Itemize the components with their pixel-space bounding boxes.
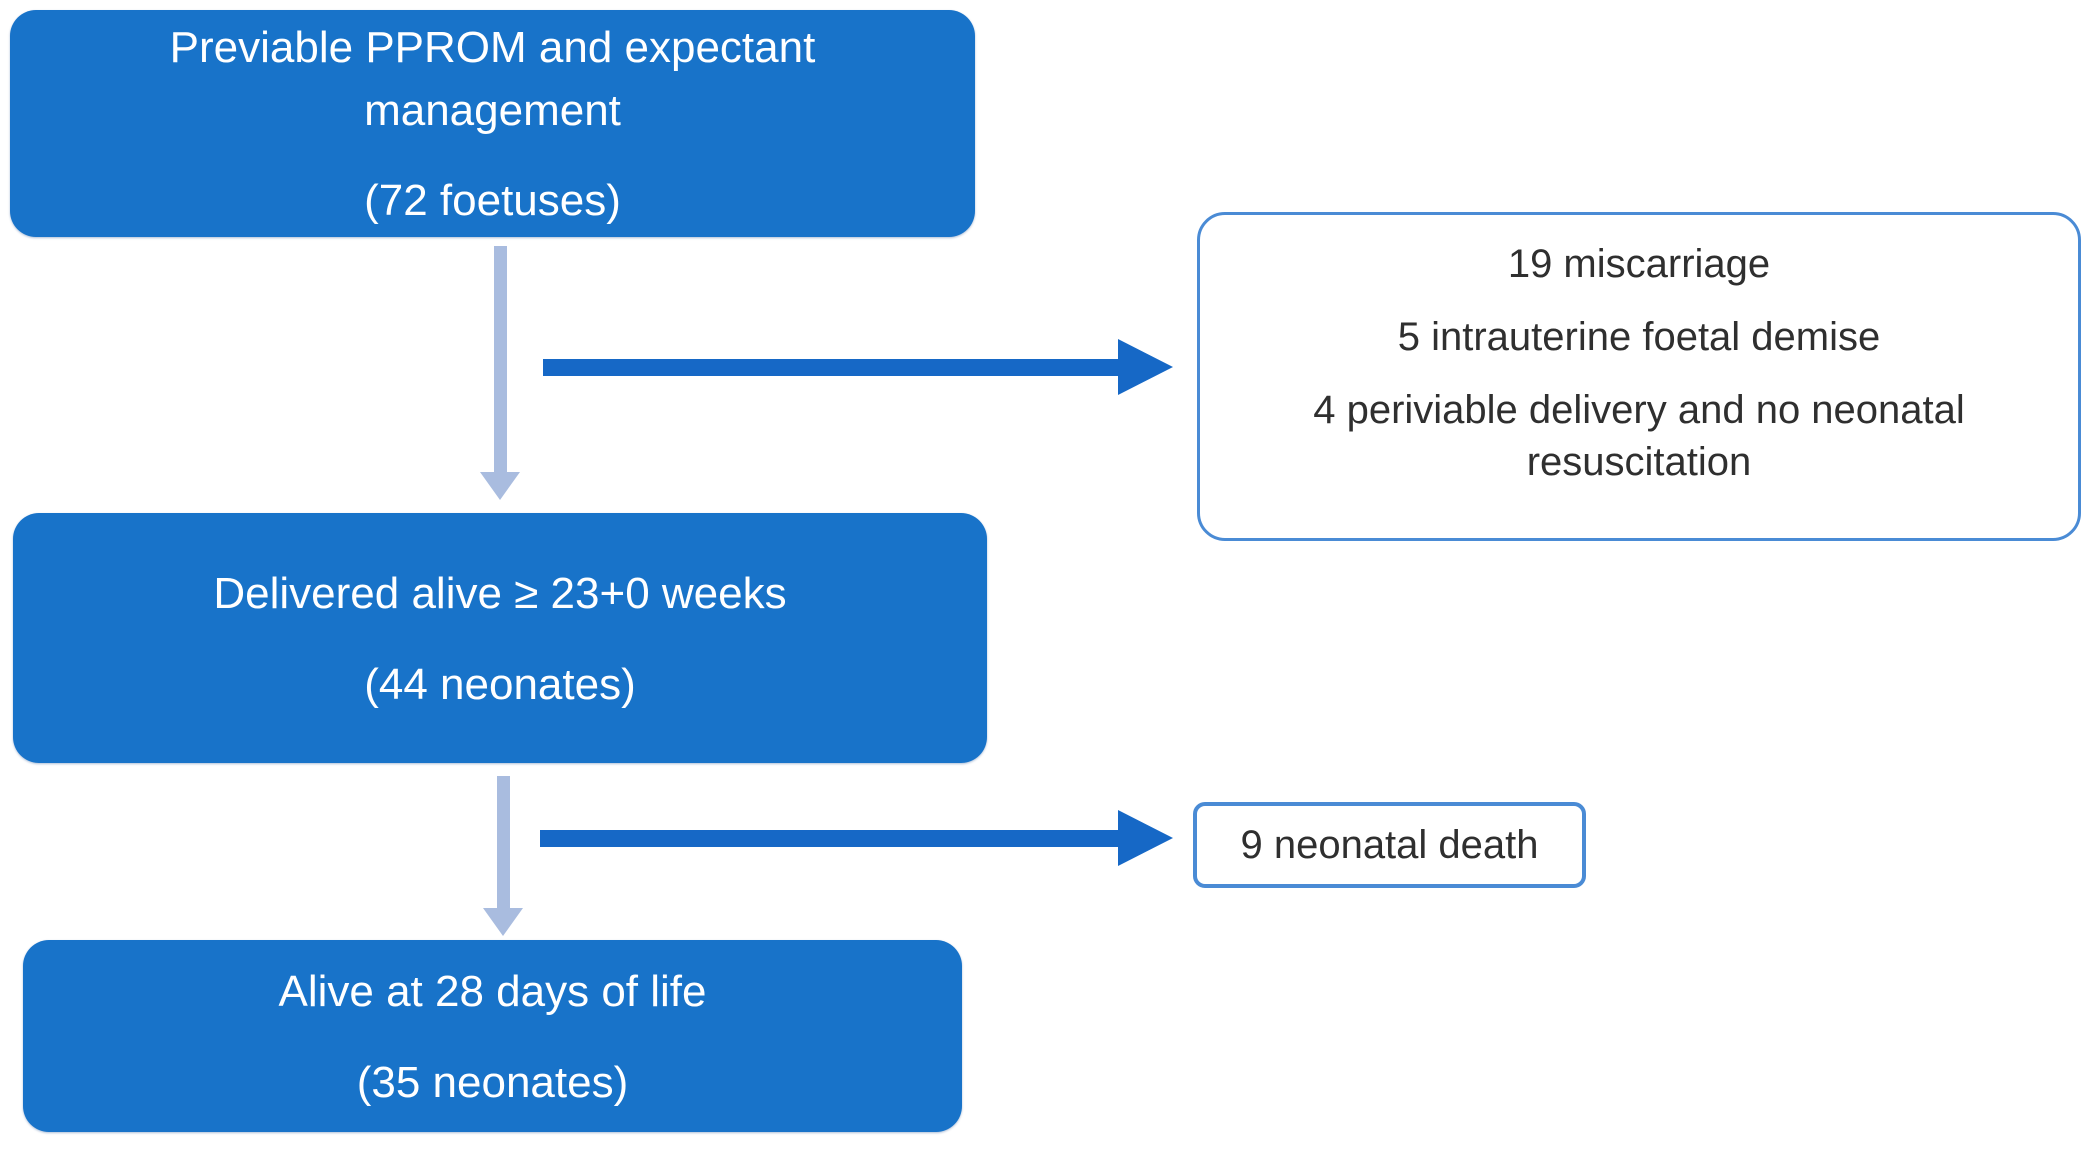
- node-count: (72 foetuses): [364, 176, 621, 226]
- down-arrow-shaft: [496, 776, 510, 908]
- exclusion-line: 5 intrauterine foetal demise: [1397, 314, 1881, 359]
- exclusion-arrow-1: [543, 339, 1173, 395]
- down-arrow-2: [483, 776, 523, 936]
- right-arrowhead-icon: [1118, 339, 1173, 395]
- exclusion-arrow-2: [540, 810, 1173, 866]
- flow-node-delivered-alive: Delivered alive ≥ 23+0 weeks (44 neonate…: [13, 513, 987, 763]
- exclusion-arrow-shaft: [543, 358, 1118, 376]
- down-arrowhead-icon: [483, 908, 523, 936]
- down-arrow-shaft: [493, 246, 507, 472]
- flow-node-previable-pprom: Previable PPROM and expectant management…: [10, 10, 975, 237]
- node-count: (44 neonates): [364, 659, 636, 709]
- exclusion-box-1: 19 miscarriage 5 intrauterine foetal dem…: [1197, 212, 2081, 541]
- down-arrowhead-icon: [480, 472, 520, 500]
- flow-node-alive-28-days: Alive at 28 days of life (35 neonates): [23, 940, 962, 1132]
- exclusion-line: 4 periviable delivery and no neonatal re…: [1313, 387, 1965, 485]
- exclusion-box-2: 9 neonatal death: [1193, 802, 1586, 888]
- exclusion-arrow-shaft: [540, 829, 1118, 847]
- node-count: (35 neonates): [356, 1057, 629, 1107]
- node-title: Delivered alive ≥ 23+0 weeks: [213, 569, 787, 619]
- exclusion-line: 9 neonatal death: [1240, 823, 1539, 867]
- node-title: Alive at 28 days of life: [278, 967, 707, 1017]
- node-title: Previable PPROM and expectant management: [169, 23, 816, 135]
- right-arrowhead-icon: [1118, 810, 1173, 866]
- down-arrow-1: [480, 246, 520, 500]
- exclusion-line: 19 miscarriage: [1507, 241, 1771, 286]
